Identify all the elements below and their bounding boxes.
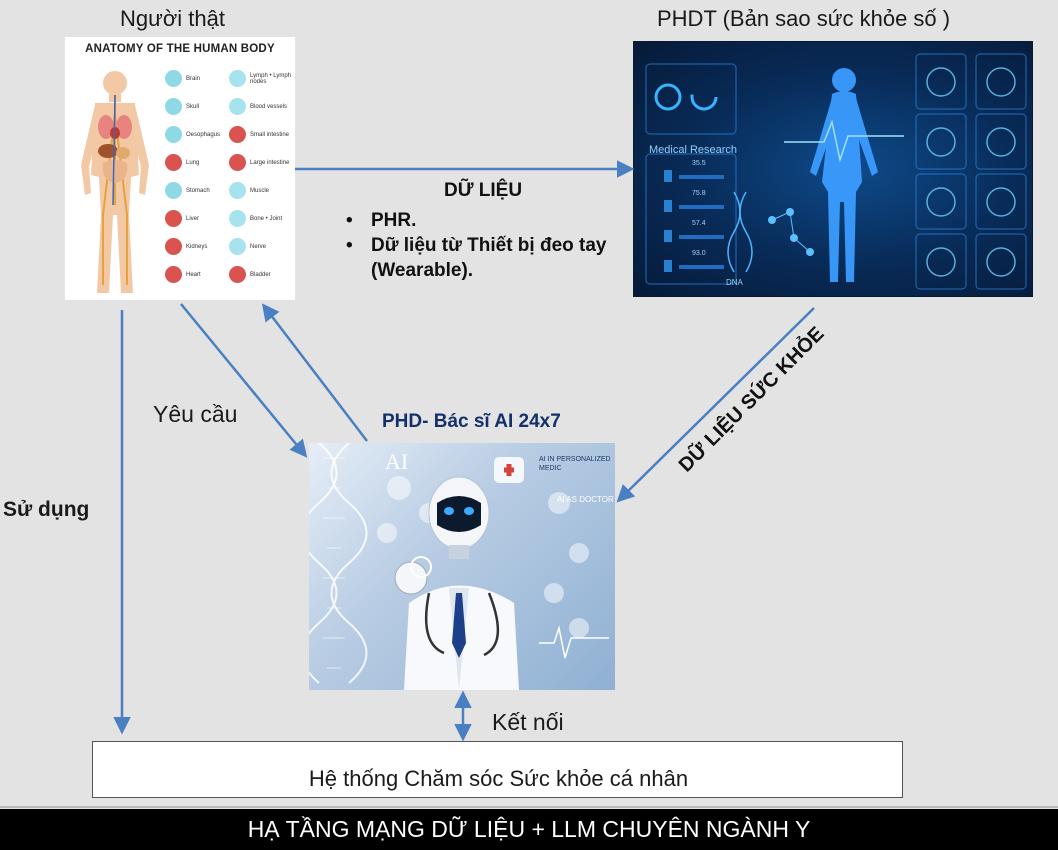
- ai-panel-label: AI: [385, 449, 409, 474]
- organ-icon: [229, 266, 246, 283]
- organ-item-left: Stomach: [165, 182, 210, 199]
- digital-twin-image: Medical Research 35.5 75.8 57.4 93.0 DNA: [633, 41, 1033, 297]
- infrastructure-label: HẠ TẦNG MẠNG DỮ LIỆU + LLM CHUYÊN NGÀNH …: [247, 816, 811, 842]
- twin-title: PHDT (Bản sao sức khỏe số ): [657, 6, 951, 31]
- organ-icon: [165, 210, 182, 227]
- organ-icon: [165, 98, 182, 115]
- data-edge-title: DỮ LIỆU: [444, 180, 523, 201]
- organ-icon: [165, 154, 182, 171]
- organ-item-right: Small intestine: [229, 126, 289, 143]
- organ-icon: [229, 154, 246, 171]
- twin-readout: 57.4: [692, 220, 706, 227]
- anatomy-poster-title: ANATOMY OF THE HUMAN BODY: [85, 43, 275, 55]
- organ-label: Blood vessels: [250, 103, 288, 110]
- organ-label: Oesophagus: [186, 131, 221, 138]
- arrow-twin-to-doctor: [616, 307, 815, 503]
- organ-icon: [229, 182, 246, 199]
- twin-panel-caption: Medical Research: [649, 144, 738, 156]
- organ-icon: [229, 238, 246, 255]
- arrow-human-to-doctor: [180, 303, 308, 458]
- organ-icon: [165, 126, 182, 143]
- twin-hud-graphic: [645, 53, 1027, 290]
- human-figure-icon: [81, 71, 149, 293]
- organ-icon: [229, 70, 246, 87]
- arrow-doctor-to-human: [261, 303, 368, 442]
- organ-item-left: Lung: [165, 154, 199, 171]
- organ-label: Lung: [186, 159, 200, 166]
- ai-doctor-image: AI AI IN PERSONALIZED MEDIC AI AS DOCTOR: [309, 443, 615, 690]
- organ-item-left: Oesophagus: [165, 126, 220, 143]
- organ-label: Bladder: [250, 271, 271, 278]
- organ-item-right: Blood vessels: [229, 98, 287, 115]
- organ-label: Skull: [186, 103, 200, 110]
- organ-label: Nerve: [250, 243, 267, 250]
- data-item-wearable: Dữ liệu từ Thiết bị đeo tay (Wearable).: [340, 233, 641, 283]
- infrastructure-bar: HẠ TẦNG MẠNG DỮ LIỆU + LLM CHUYÊN NGÀNH …: [0, 809, 1058, 850]
- system-label: Hệ thống Chăm sóc Sức khỏe cá nhân: [308, 766, 689, 791]
- connect-edge-label: Kết nối: [492, 709, 564, 735]
- organ-item-right: Muscle: [229, 182, 269, 199]
- ai-doctor-graphic: [309, 443, 609, 690]
- human-title: Người thật: [120, 6, 225, 31]
- organ-label: Kidneys: [186, 243, 208, 250]
- organ-icon: [229, 210, 246, 227]
- organ-label: Stomach: [186, 187, 210, 194]
- organ-item-right: Nerve: [229, 238, 266, 255]
- organ-icon: [229, 98, 246, 115]
- twin-readout: 75.8: [692, 190, 706, 197]
- organ-label: Liver: [186, 215, 200, 222]
- organ-item-right: Bladder: [229, 266, 271, 283]
- ai-as-doctor-label: AI AS DOCTOR: [557, 495, 614, 504]
- organ-item-right: Bone • Joint: [229, 210, 282, 227]
- organ-label: Small intestine: [250, 131, 290, 138]
- data-item-phr: PHR.: [340, 208, 641, 233]
- organ-item-right: Large intestine: [229, 154, 289, 171]
- organ-icon: [165, 238, 182, 255]
- doctor-title: PHD- Bác sĩ AI 24x7: [382, 411, 561, 432]
- organ-icon: [165, 182, 182, 199]
- organ-item-left: Brain: [165, 70, 200, 87]
- organ-item-left: Liver: [165, 210, 199, 227]
- twin-dna-label: DNA: [726, 278, 743, 287]
- twin-readout: 93.0: [692, 250, 706, 257]
- organ-label: Heart: [186, 271, 201, 278]
- organ-item-left: Skull: [165, 98, 199, 115]
- data-edge-items: PHR. Dữ liệu từ Thiết bị đeo tay (Wearab…: [340, 208, 641, 283]
- ai-personalized-label: AI IN PERSONALIZED MEDIC: [539, 456, 611, 472]
- organ-label: Brain: [186, 75, 201, 82]
- organ-item-right: Lymph • Lymph nodes: [229, 70, 295, 87]
- organ-label: Large intestine: [250, 159, 290, 166]
- organ-label: Lymph • Lymph nodes: [250, 72, 292, 85]
- organ-icon: [165, 266, 182, 283]
- use-edge-label: Sử dụng: [3, 498, 90, 521]
- organ-item-left: Kidneys: [165, 238, 207, 255]
- personal-healthcare-system-box: Hệ thống Chăm sóc Sức khỏe cá nhân: [92, 741, 903, 798]
- organ-label: Muscle: [250, 187, 270, 194]
- infrastructure-divider: [0, 806, 1058, 808]
- request-edge-label: Yêu cầu: [153, 401, 238, 427]
- organ-icon: [229, 126, 246, 143]
- organ-item-left: Heart: [165, 266, 201, 283]
- twin-readout: 35.5: [692, 160, 706, 167]
- organ-label: Bone • Joint: [250, 215, 283, 222]
- organ-icon: [165, 70, 182, 87]
